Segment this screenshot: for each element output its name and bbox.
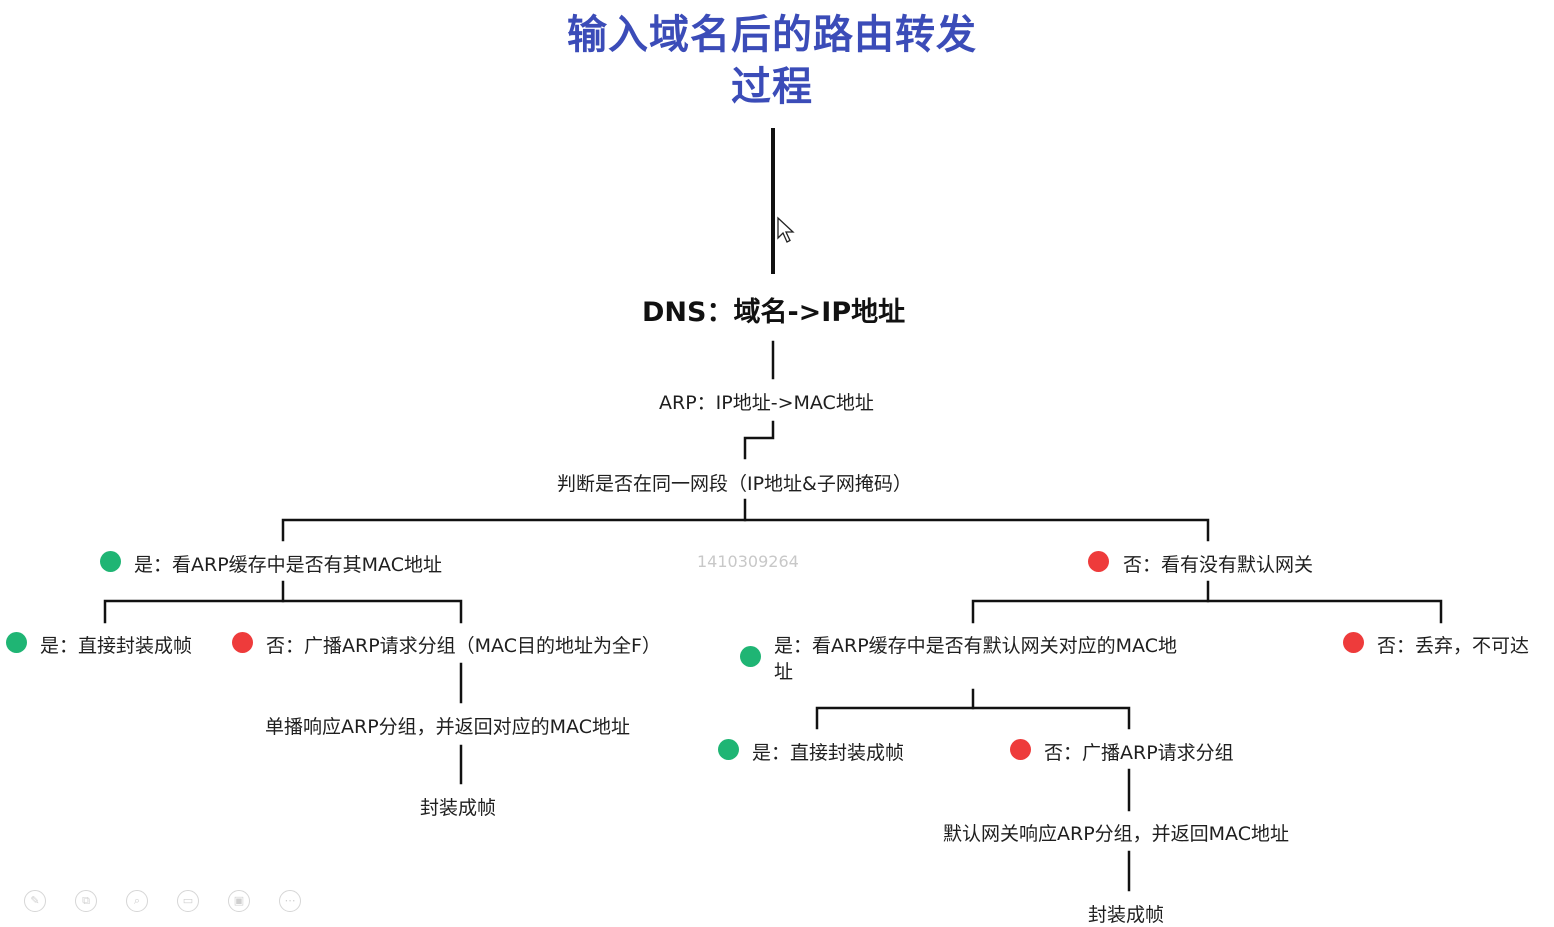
diagram-title-line2: 过程 bbox=[731, 64, 813, 110]
node-rly-frame: 封装成帧 bbox=[1088, 904, 1165, 926]
yes-dot-icon bbox=[718, 739, 739, 760]
pencil-icon[interactable]: ✎ bbox=[24, 890, 46, 912]
copy-icon[interactable]: ⧉ bbox=[75, 890, 97, 912]
yes-dot-icon bbox=[6, 632, 27, 653]
node-arp: ARP：IP地址->MAC地址 bbox=[659, 392, 874, 414]
yes-dot-icon bbox=[740, 646, 761, 667]
zoom-icon[interactable]: ⌕ bbox=[126, 890, 148, 912]
node-dns: DNS：域名->IP地址 bbox=[642, 297, 906, 328]
node-judge-subnet: 判断是否在同一网段（IP地址&子网掩码） bbox=[557, 473, 912, 495]
node-ll-frame: 封装成帧 bbox=[420, 797, 497, 819]
yes-dot-icon bbox=[100, 551, 121, 572]
diagram-title-line1: 输入域名后的路由转发 bbox=[567, 12, 977, 58]
no-dot-icon bbox=[1343, 632, 1364, 653]
record-icon[interactable]: ▣ bbox=[228, 890, 250, 912]
window-icon[interactable]: ▭ bbox=[177, 890, 199, 912]
no-dot-icon bbox=[232, 632, 253, 653]
node-rl-yes-line1: 是：看ARP缓存中是否有默认网关对应的MAC地 bbox=[774, 635, 1177, 657]
node-rly-yes: 是：直接封装成帧 bbox=[752, 742, 905, 764]
no-dot-icon bbox=[1088, 551, 1109, 572]
line-leftyes-branches bbox=[103, 599, 463, 624]
node-left-yes: 是：看ARP缓存中是否有其MAC地址 bbox=[134, 554, 442, 576]
mouse-cursor-icon bbox=[777, 216, 795, 243]
node-rr-no: 否：丢弃，不可达 bbox=[1377, 635, 1530, 657]
node-ll-yes: 是：直接封装成帧 bbox=[40, 635, 193, 657]
watermark: 1410309264 bbox=[697, 552, 799, 571]
node-rl-yes-line2: 址 bbox=[774, 661, 794, 683]
node-right-no: 否：看有没有默认网关 bbox=[1123, 554, 1314, 576]
line-arp-judge bbox=[743, 420, 775, 460]
node-rly-no: 否：广播ARP请求分组 bbox=[1044, 742, 1234, 764]
node-ll-no: 否：广播ARP请求分组（MAC目的地址为全F） bbox=[266, 635, 661, 657]
node-ll-unicast: 单播响应ARP分组，并返回对应的MAC地址 bbox=[265, 716, 630, 738]
line-rightno-branches bbox=[971, 599, 1443, 624]
no-dot-icon bbox=[1010, 739, 1031, 760]
line-judge-branches bbox=[281, 518, 1210, 542]
node-rly-reply: 默认网关响应ARP分组，并返回MAC地址 bbox=[943, 823, 1289, 845]
line-rlyes-branches bbox=[815, 706, 1131, 730]
more-icon[interactable]: ⋯ bbox=[279, 890, 301, 912]
